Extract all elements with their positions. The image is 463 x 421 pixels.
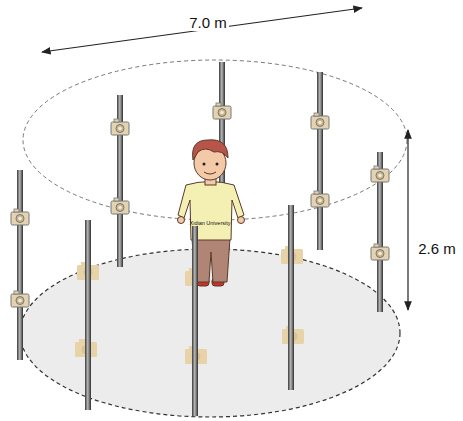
height-dimension: [407, 130, 408, 310]
back-poles: [111, 62, 329, 267]
front-poles: [11, 152, 389, 416]
person: [178, 140, 245, 286]
dimension-label: 2.6 m: [416, 240, 458, 257]
floor-cameras: [75, 246, 304, 364]
shirt-text: Xidian University: [190, 221, 231, 227]
dimension-label: 7.0 m: [187, 14, 229, 31]
width-dimension: [42, 8, 362, 52]
